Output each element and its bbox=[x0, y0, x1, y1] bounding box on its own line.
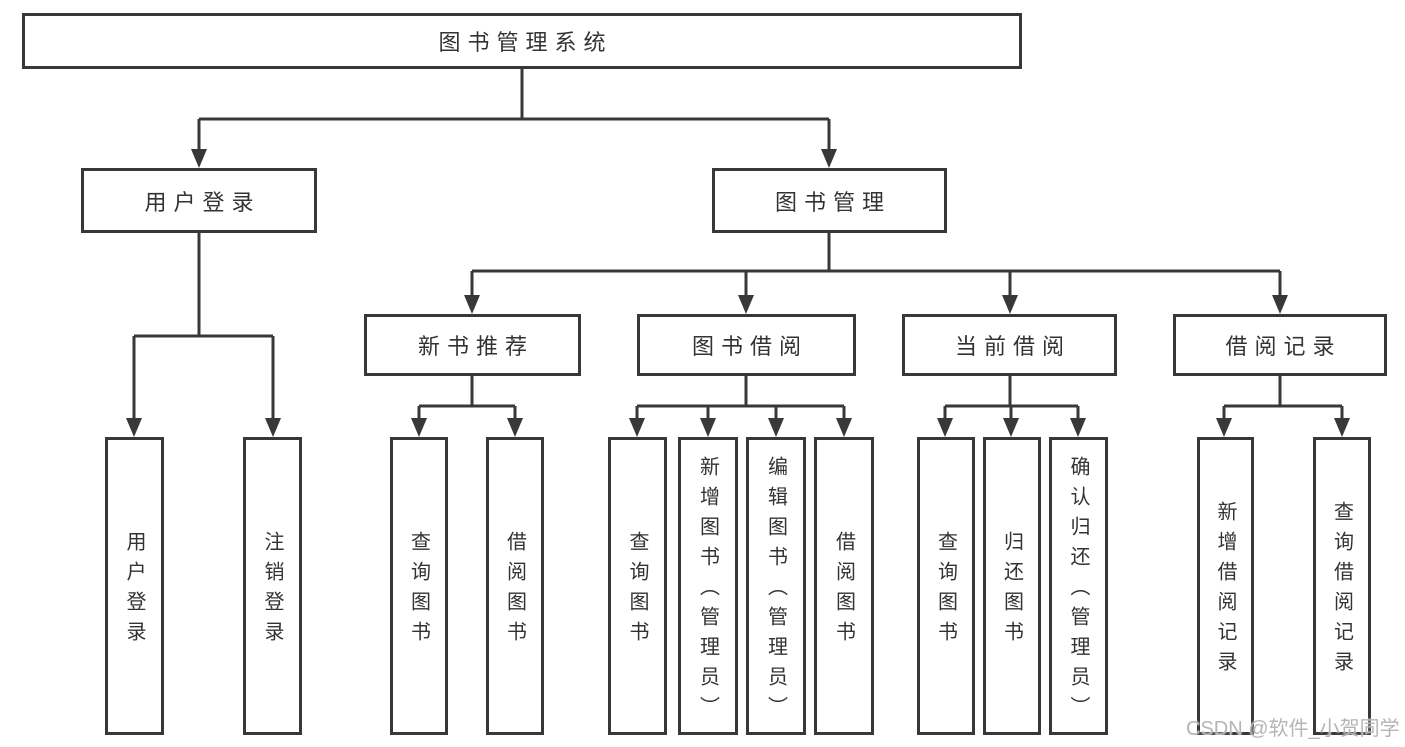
csdn-watermark: CSDN @软件_小贺同学 bbox=[1186, 718, 1400, 740]
arrowhead-icon bbox=[1002, 295, 1018, 314]
node-user-login-label: 用户登录 bbox=[144, 189, 261, 215]
leaf-confirm-return-admin: 确认归还（管理员） bbox=[1049, 437, 1108, 735]
arrowhead-icon bbox=[836, 418, 852, 437]
arrowhead-icon bbox=[937, 418, 953, 437]
arrowhead-icon bbox=[1070, 418, 1086, 437]
arrowhead-icon bbox=[265, 418, 281, 437]
leaf-query-books-2-label: 查询图书 bbox=[626, 531, 648, 651]
leaf-add-books-admin: 新增图书（管理员） bbox=[678, 437, 738, 735]
leaf-borrow-books-1-label: 借阅图书 bbox=[503, 531, 526, 651]
node-current-borrow: 当前借阅 bbox=[902, 314, 1117, 376]
leaf-query-books-2: 查询图书 bbox=[608, 437, 667, 735]
leaf-borrow-books-1: 借阅图书 bbox=[486, 437, 544, 735]
leaf-edit-books-admin-label: 编辑图书（管理员） bbox=[764, 456, 787, 726]
arrowhead-icon bbox=[464, 295, 480, 314]
connector-book-mgmt-to-level3 bbox=[470, 233, 1282, 296]
leaf-query-books-1: 查询图书 bbox=[390, 437, 448, 735]
connector-current-borrow-to-leaves bbox=[943, 376, 1080, 419]
node-new-book-recommend: 新书推荐 bbox=[364, 314, 581, 376]
arrowhead-icon bbox=[700, 418, 716, 437]
arrowhead-icon bbox=[411, 418, 427, 437]
leaf-add-borrow-record-label: 新增借阅记录 bbox=[1214, 501, 1236, 681]
connector-borrow-records-to-leaves bbox=[1222, 376, 1344, 419]
leaf-query-books-3-label: 查询图书 bbox=[934, 531, 957, 651]
node-book-borrow-label: 图书借阅 bbox=[691, 334, 808, 359]
leaf-user-login: 用户登录 bbox=[105, 437, 164, 735]
arrowhead-icon bbox=[1272, 295, 1288, 314]
node-user-login: 用户登录 bbox=[81, 168, 317, 233]
node-borrow-records-label: 借阅记录 bbox=[1225, 334, 1342, 359]
connector-book-borrow-to-leaves bbox=[635, 376, 846, 419]
leaf-confirm-return-admin-label: 确认归还（管理员） bbox=[1067, 456, 1089, 726]
arrowhead-icon bbox=[1334, 418, 1350, 437]
arrowhead-icon bbox=[1216, 418, 1232, 437]
node-current-borrow-label: 当前借阅 bbox=[954, 334, 1071, 359]
leaf-edit-books-admin: 编辑图书（管理员） bbox=[746, 437, 806, 735]
leaf-borrow-books-2: 借阅图书 bbox=[814, 437, 874, 735]
arrowhead-icon bbox=[768, 418, 784, 437]
node-book-borrow: 图书借阅 bbox=[637, 314, 856, 376]
leaf-logout-label: 注销登录 bbox=[261, 531, 283, 651]
leaf-logout: 注销登录 bbox=[243, 437, 302, 735]
leaf-add-books-admin-label: 新增图书（管理员） bbox=[696, 456, 719, 726]
arrowhead-icon bbox=[629, 418, 645, 437]
node-book-management-label: 图书管理 bbox=[774, 189, 891, 215]
connector-root-to-level2 bbox=[197, 69, 831, 150]
leaf-return-books-label: 归还图书 bbox=[1000, 531, 1023, 651]
leaf-query-borrow-record-label: 查询借阅记录 bbox=[1330, 501, 1353, 681]
leaf-query-books-3: 查询图书 bbox=[917, 437, 975, 735]
connector-user-login-to-leaves bbox=[132, 233, 275, 419]
node-root-system-label: 图书管理系统 bbox=[438, 30, 613, 55]
arrowhead-icon bbox=[507, 418, 523, 437]
arrowhead-icon bbox=[126, 418, 142, 437]
leaf-query-borrow-record: 查询借阅记录 bbox=[1313, 437, 1371, 735]
node-new-book-recommend-label: 新书推荐 bbox=[417, 334, 534, 359]
leaf-query-books-1-label: 查询图书 bbox=[407, 531, 430, 651]
arrowhead-icon bbox=[821, 149, 837, 168]
leaf-borrow-books-2-label: 借阅图书 bbox=[832, 531, 855, 651]
arrowhead-icon bbox=[1003, 418, 1019, 437]
arrowhead-icon bbox=[738, 295, 754, 314]
node-book-management: 图书管理 bbox=[712, 168, 947, 233]
leaf-user-login-label: 用户登录 bbox=[123, 531, 145, 651]
connector-new-book-rec-to-leaves bbox=[417, 376, 517, 419]
leaf-add-borrow-record: 新增借阅记录 bbox=[1197, 437, 1254, 735]
arrowhead-icon bbox=[191, 149, 207, 168]
node-borrow-records: 借阅记录 bbox=[1173, 314, 1387, 376]
node-root-system: 图书管理系统 bbox=[22, 13, 1022, 69]
leaf-return-books: 归还图书 bbox=[983, 437, 1041, 735]
